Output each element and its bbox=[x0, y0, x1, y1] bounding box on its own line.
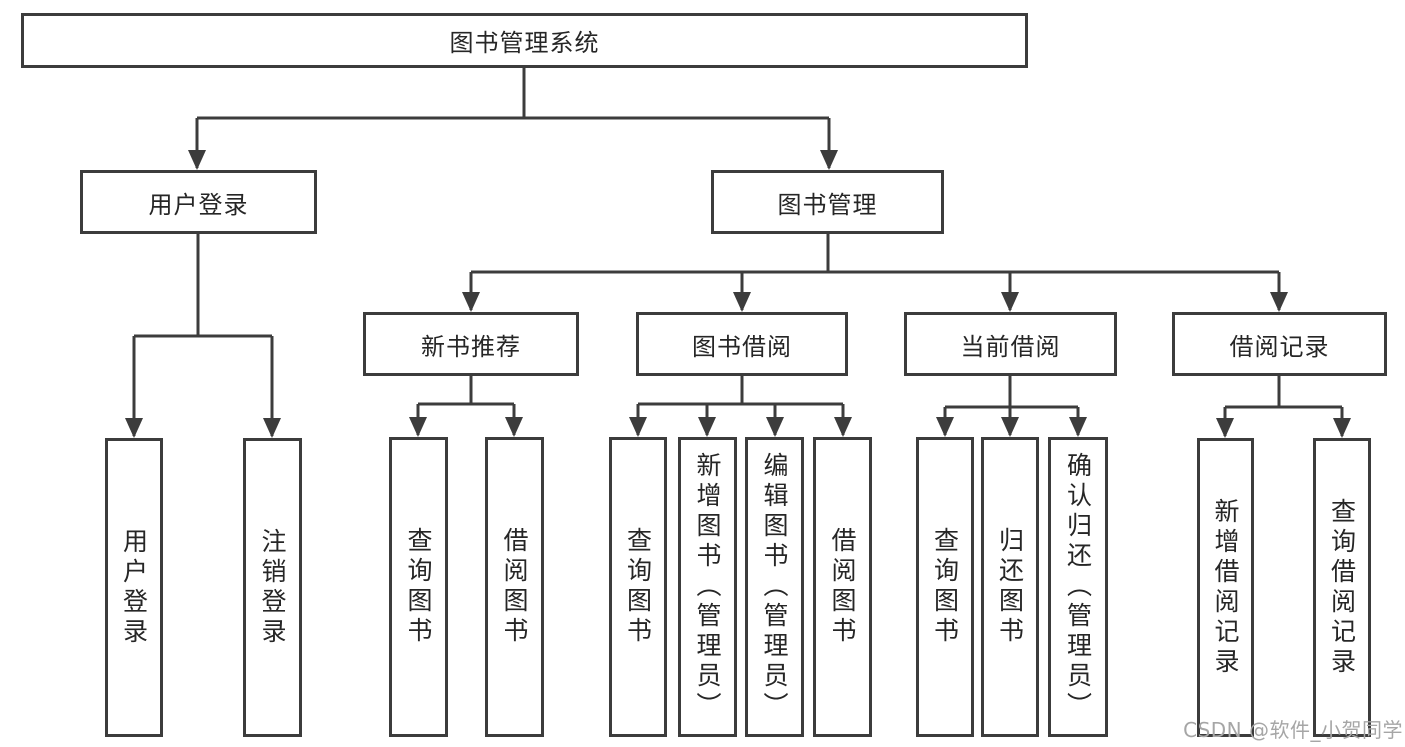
node-borrow-add-books-admin-label: 新增图书（管理员） bbox=[693, 452, 722, 722]
node-borrow-query-books-label: 查询图书 bbox=[623, 527, 653, 647]
node-logout-label: 注销登录 bbox=[258, 527, 287, 648]
node-book-management-label: 图书管理 bbox=[777, 190, 878, 219]
node-user-login: 用户登录 bbox=[105, 438, 163, 737]
node-book-management: 图书管理 bbox=[711, 170, 944, 234]
node-current-borrow: 当前借阅 bbox=[904, 312, 1117, 376]
connector-strokes bbox=[132, 68, 1344, 436]
node-user-login-label: 用户登录 bbox=[119, 527, 149, 648]
node-book-borrow-label: 图书借阅 bbox=[692, 332, 792, 361]
node-borrow-add-books-admin: 新增图书（管理员） bbox=[678, 437, 737, 737]
node-new-book-recommend: 新书推荐 bbox=[363, 312, 579, 376]
node-current-return-books: 归还图书 bbox=[981, 437, 1039, 737]
node-records-query-record-label: 查询借阅记录 bbox=[1327, 497, 1357, 678]
node-newbook-borrow-books: 借阅图书 bbox=[485, 437, 544, 737]
node-borrow-borrow-books: 借阅图书 bbox=[813, 437, 872, 737]
node-user-login-group: 用户登录 bbox=[80, 170, 317, 234]
node-newbook-borrow-books-label: 借阅图书 bbox=[500, 527, 529, 647]
node-newbook-query-books: 查询图书 bbox=[389, 437, 448, 737]
node-records-add-record: 新增借阅记录 bbox=[1197, 438, 1254, 737]
node-current-confirm-return-admin-label: 确认归还（管理员） bbox=[1063, 452, 1093, 722]
node-root: 图书管理系统 bbox=[21, 13, 1028, 68]
node-borrow-edit-books-admin-label: 编辑图书（管理员） bbox=[760, 452, 789, 722]
node-current-return-books-label: 归还图书 bbox=[995, 527, 1025, 647]
node-root-label: 图书管理系统 bbox=[449, 29, 600, 57]
node-current-query-books-label: 查询图书 bbox=[930, 527, 960, 647]
node-borrow-borrow-books-label: 借阅图书 bbox=[828, 527, 857, 647]
node-borrow-query-books: 查询图书 bbox=[609, 437, 667, 737]
node-records-add-record-label: 新增借阅记录 bbox=[1211, 497, 1240, 678]
node-logout: 注销登录 bbox=[243, 438, 302, 737]
node-current-query-books: 查询图书 bbox=[916, 437, 974, 737]
node-book-borrow: 图书借阅 bbox=[636, 312, 848, 376]
csdn-watermark: CSDN @软件_小贺同学 bbox=[1183, 718, 1403, 742]
node-new-book-recommend-label: 新书推荐 bbox=[421, 332, 521, 361]
node-borrow-records: 借阅记录 bbox=[1172, 312, 1387, 376]
node-current-borrow-label: 当前借阅 bbox=[960, 332, 1061, 361]
node-records-query-record: 查询借阅记录 bbox=[1313, 438, 1371, 737]
node-current-confirm-return-admin: 确认归还（管理员） bbox=[1048, 437, 1108, 737]
node-borrow-edit-books-admin: 编辑图书（管理员） bbox=[745, 437, 804, 737]
node-user-login-group-label: 用户登录 bbox=[148, 190, 249, 219]
node-borrow-records-label: 借阅记录 bbox=[1229, 332, 1330, 361]
node-newbook-query-books-label: 查询图书 bbox=[404, 527, 433, 647]
